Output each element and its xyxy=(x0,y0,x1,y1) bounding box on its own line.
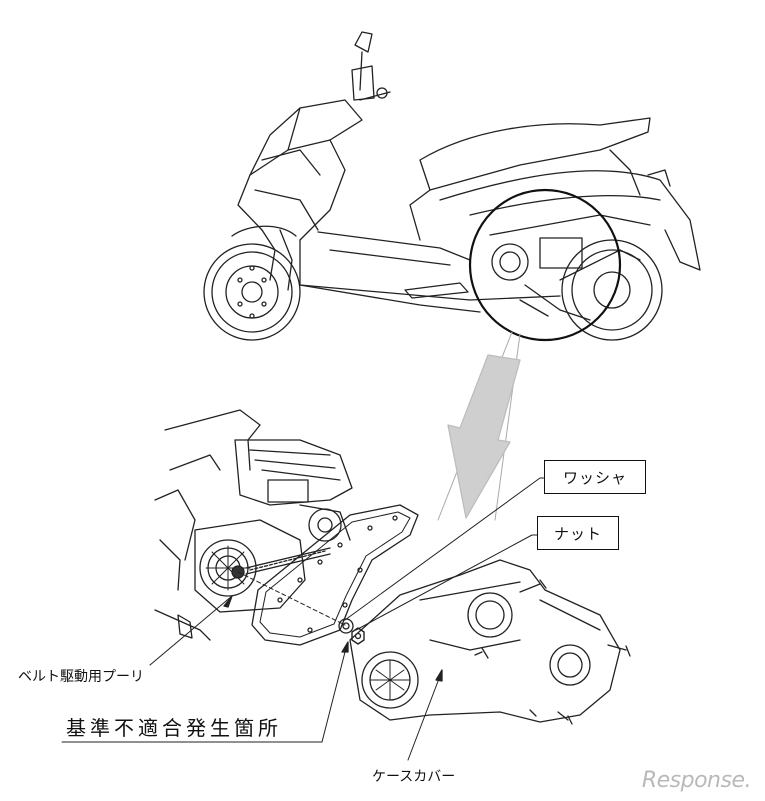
response-watermark: Response. xyxy=(641,768,752,793)
case-cover-label: ケースカバー xyxy=(372,769,456,785)
scooter-illustration-icon xyxy=(203,31,701,341)
engine-exploded-view-icon xyxy=(154,409,631,725)
washer-label: ワッシャ xyxy=(544,460,646,494)
nut-label: ナット xyxy=(537,516,619,550)
magnify-circle xyxy=(468,188,622,342)
magnify-arrow-icon xyxy=(437,331,521,521)
pulley-label: ベルト駆動用プーリ xyxy=(18,669,144,685)
defect-location-label: 基準不適合発生箇所 xyxy=(66,716,282,740)
